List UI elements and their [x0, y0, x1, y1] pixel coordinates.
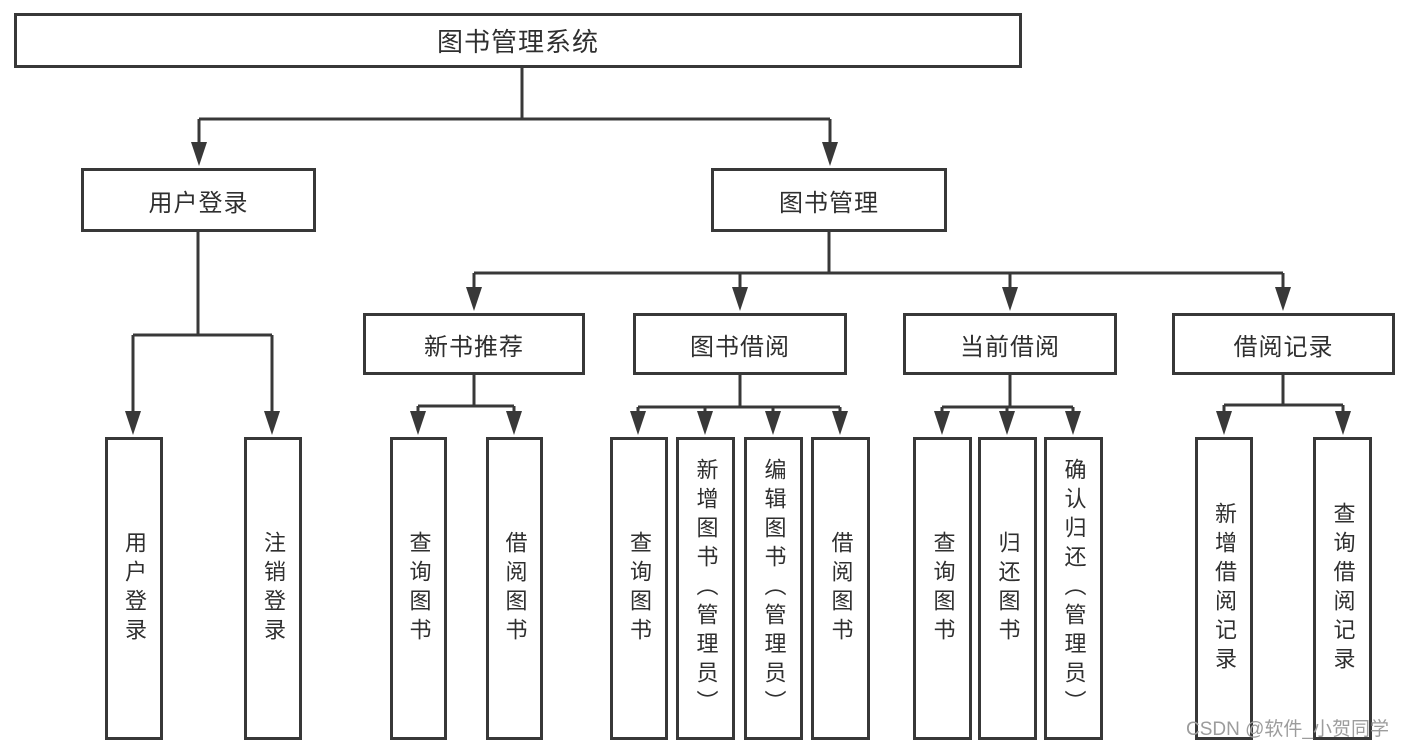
leaf-return-books: 归还图书: [978, 437, 1037, 740]
leaf-query-books-c-label: 查询图书: [930, 530, 956, 647]
connector-book-borrowing-to-leaves: [636, 375, 842, 417]
arrowheads-level3: [466, 287, 1291, 311]
leaf-add-book-admin-label: 新增图书（管理员）: [693, 458, 719, 719]
leaf-edit-book-admin: 编辑图书（管理员）: [744, 437, 803, 740]
node-borrowing-records-label: 借阅记录: [1233, 333, 1334, 361]
node-new-book-recommend: 新书推荐: [363, 313, 585, 375]
node-book-management-label: 图书管理: [779, 189, 879, 217]
connector-user-login-to-leaves: [131, 232, 274, 417]
leaf-query-books-c: 查询图书: [913, 437, 972, 740]
leaf-user-login: 用户登录: [105, 437, 163, 740]
leaf-logout: 注销登录: [244, 437, 302, 740]
node-current-borrowing-label: 当前借阅: [960, 333, 1060, 361]
connector-book-management-to-level3: [472, 232, 1285, 293]
node-library-management-system-label: 图书管理系统: [436, 27, 599, 57]
connector-current-borrowing-to-leaves: [940, 375, 1075, 417]
arrowheads-leaves: [125, 411, 1351, 435]
leaf-query-books-a-label: 查询图书: [406, 530, 432, 647]
node-library-management-system: 图书管理系统: [14, 13, 1022, 68]
leaf-add-book-admin: 新增图书（管理员）: [676, 437, 735, 740]
leaf-return-books-label: 归还图书: [995, 530, 1021, 647]
node-user-login: 用户登录: [81, 168, 316, 232]
leaf-logout-label: 注销登录: [261, 530, 286, 647]
leaf-query-borrow-record-label: 查询借阅记录: [1330, 501, 1356, 676]
leaf-query-borrow-record: 查询借阅记录: [1313, 437, 1372, 740]
csdn-watermark: CSDN @软件_小贺同学: [1186, 719, 1389, 740]
node-user-login-label: 用户登录: [148, 189, 249, 217]
leaf-borrow-books-b-label: 借阅图书: [828, 530, 854, 647]
leaf-borrow-books-a-label: 借阅图书: [502, 530, 528, 647]
leaf-edit-book-admin-label: 编辑图书（管理员）: [761, 458, 787, 719]
connector-root-to-level2: [197, 68, 832, 148]
node-current-borrowing: 当前借阅: [903, 313, 1117, 375]
node-book-borrowing-label: 图书借阅: [690, 333, 790, 361]
node-book-borrowing: 图书借阅: [633, 313, 847, 375]
node-borrowing-records: 借阅记录: [1172, 313, 1395, 375]
leaf-borrow-books-b: 借阅图书: [811, 437, 870, 740]
connector-new-book-recommend-to-leaves: [416, 375, 516, 417]
node-book-management: 图书管理: [711, 168, 947, 232]
leaf-borrow-books-a: 借阅图书: [486, 437, 543, 740]
arrowheads-level2: [191, 142, 838, 166]
leaf-add-borrow-record-label: 新增借阅记录: [1212, 501, 1237, 676]
leaf-query-books-b: 查询图书: [610, 437, 668, 740]
leaf-query-books-b-label: 查询图书: [627, 530, 652, 647]
leaf-confirm-return-admin-label: 确认归还（管理员）: [1061, 458, 1087, 719]
leaf-user-login-label: 用户登录: [122, 530, 147, 647]
connector-borrowing-records-to-leaves: [1222, 375, 1345, 417]
leaf-query-books-a: 查询图书: [390, 437, 447, 740]
leaf-add-borrow-record: 新增借阅记录: [1195, 437, 1253, 740]
leaf-confirm-return-admin: 确认归还（管理员）: [1044, 437, 1103, 740]
node-new-book-recommend-label: 新书推荐: [424, 333, 524, 361]
